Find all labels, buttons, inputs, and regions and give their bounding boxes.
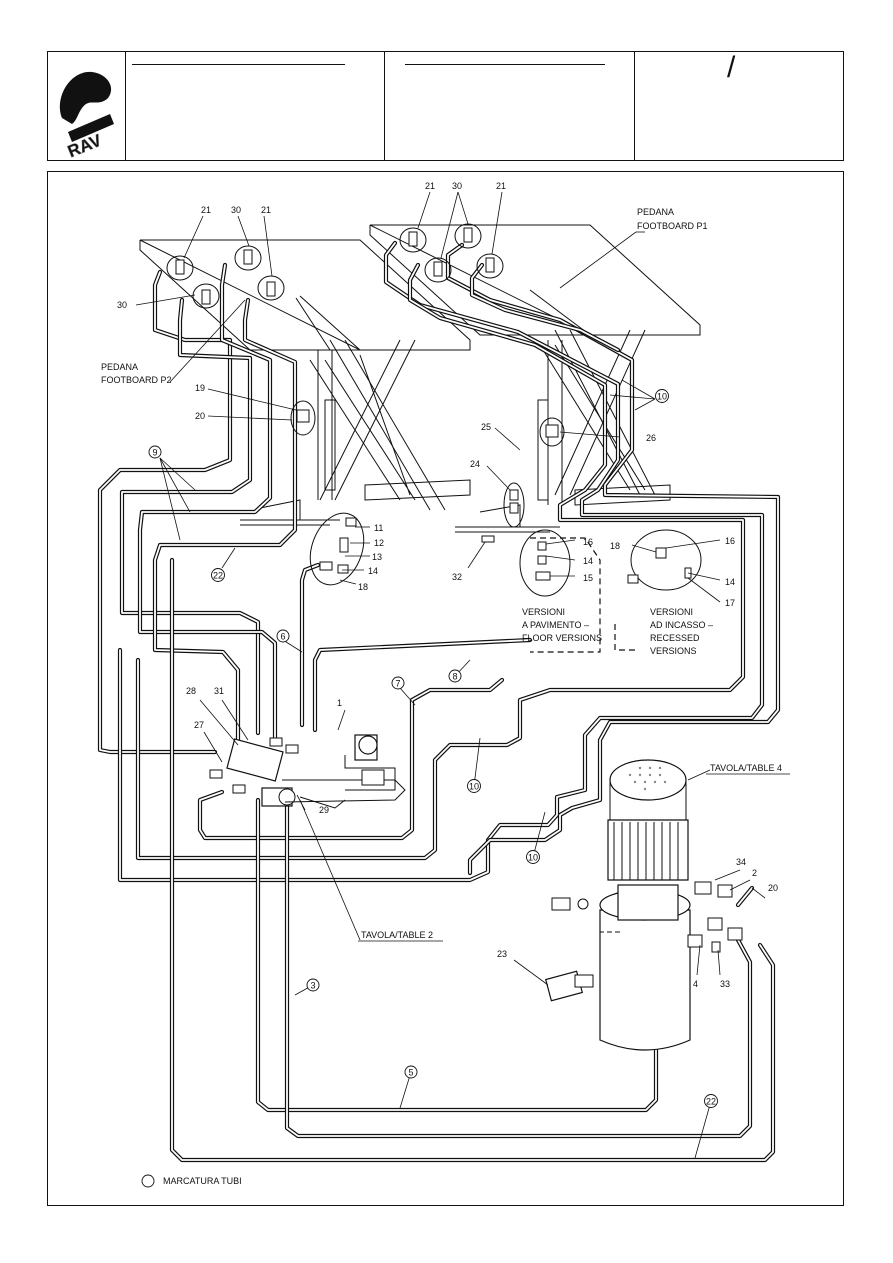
pipe-marker: 7: [391, 676, 405, 690]
pipe-marker: 9: [148, 445, 162, 459]
part-label: 20: [195, 411, 205, 421]
part-label: 32: [452, 572, 462, 582]
footboard-p2-label-2: FOOTBOARD P2: [101, 375, 172, 385]
part-label: 30: [452, 181, 462, 191]
legend-circle-icon: [141, 1174, 155, 1188]
pipe-marker: 10: [526, 850, 540, 864]
hose-network: [97, 240, 781, 1163]
header-field-3: /: [634, 51, 844, 160]
part-label: 25: [481, 422, 491, 432]
part-label: 2: [752, 868, 757, 878]
floor-versions-line-2: A PAVIMENTO –: [522, 620, 589, 630]
title-block: RAV /: [47, 51, 844, 162]
legend-text: MARCATURA TUBI: [163, 1176, 242, 1186]
floor-versions-line-1: VERSIONI: [522, 607, 565, 617]
legend: MARCATURA TUBI: [141, 1174, 242, 1188]
header-field-1: [125, 52, 384, 160]
pipe-marker: 10: [467, 779, 481, 793]
svg-text:9: 9: [152, 448, 157, 458]
svg-text:10: 10: [469, 782, 479, 792]
part-label: 34: [736, 857, 746, 867]
pipe-marker: 5: [404, 1065, 418, 1079]
rav-logo: RAV: [59, 71, 114, 162]
pipe-marker: 10: [655, 389, 669, 403]
detail-callouts: [166, 223, 702, 597]
part-label: 18: [358, 582, 368, 592]
part-label: 16: [583, 537, 593, 547]
part-label: 24: [470, 459, 480, 469]
recessed-versions-line-3: RECESSED: [650, 633, 700, 643]
svg-text:6: 6: [280, 632, 285, 642]
part-label: 18: [610, 541, 620, 551]
part-numbers: 21 30 21 30 21 30 21 19 20 11 12 13 14 1…: [117, 181, 778, 989]
part-label: 12: [374, 538, 384, 548]
pipe-marker: 22: [704, 1094, 718, 1108]
footboard-p2-label-1: PEDANA: [101, 362, 138, 372]
svg-text:10: 10: [528, 853, 538, 863]
pipe-marker: 8: [448, 669, 462, 683]
part-label: 15: [583, 573, 593, 583]
part-label: 21: [425, 181, 435, 191]
svg-text:22: 22: [213, 571, 223, 581]
part-label: 14: [583, 556, 593, 566]
part-label: 20: [768, 883, 778, 893]
valve-block: [209, 737, 346, 809]
svg-text:3: 3: [310, 981, 315, 991]
drawing-frame: [47, 171, 844, 1206]
table-2-label: TAVOLA/TABLE 2: [361, 930, 433, 940]
part-label: 14: [368, 566, 378, 576]
part-label: 21: [496, 181, 506, 191]
part-label: 17: [725, 598, 735, 608]
svg-text:10: 10: [657, 392, 667, 402]
svg-text:22: 22: [706, 1097, 716, 1107]
pipe-markers: 9 22 6 7 8 10 10 10 3 5 22: [148, 389, 718, 1108]
part-label: 23: [497, 949, 507, 959]
version-boxes: [530, 537, 635, 653]
part-label: 14: [725, 577, 735, 587]
recessed-versions-line-1: VERSIONI: [650, 607, 693, 617]
part-label: 16: [725, 536, 735, 546]
header-field-2: [384, 52, 634, 160]
part-label: 33: [720, 979, 730, 989]
table-4-label: TAVOLA/TABLE 4: [710, 763, 782, 773]
pipe-marker: 22: [211, 568, 225, 582]
part-label: 19: [195, 383, 205, 393]
logo: RAV: [48, 52, 125, 162]
revision-slash: /: [727, 51, 736, 84]
pipe-marker: 6: [276, 629, 290, 643]
part-label: 31: [214, 686, 224, 696]
part-label: 28: [186, 686, 196, 696]
svg-text:7: 7: [395, 679, 400, 689]
footboard-p1-label-1: PEDANA: [637, 207, 674, 217]
part-label: 29: [319, 805, 329, 815]
part-label: 13: [372, 552, 382, 562]
leader-lines: [135, 191, 766, 1159]
footboard-p1: [369, 224, 701, 533]
recessed-versions-line-2: AD INCASSO –: [650, 620, 713, 630]
part-label: 11: [374, 523, 383, 533]
part-label: 27: [194, 720, 204, 730]
recessed-versions-line-4: VERSIONS: [650, 646, 697, 656]
pipe-marker: 3: [306, 978, 320, 992]
footboard-p1-label-2: FOOTBOARD P1: [637, 221, 708, 231]
part-label: 4: [693, 979, 698, 989]
control-unit: [282, 734, 406, 803]
power-unit: [544, 759, 743, 1051]
part-label: 30: [117, 300, 127, 310]
part-label: 21: [261, 205, 271, 215]
footboard-p2: [139, 239, 471, 526]
floor-versions-line-3: FLOOR VERSIONS: [522, 633, 602, 643]
part-label: 1: [337, 698, 342, 708]
part-label: 26: [646, 433, 656, 443]
svg-text:8: 8: [452, 672, 457, 682]
svg-text:5: 5: [408, 1068, 413, 1078]
part-label: 21: [201, 205, 211, 215]
part-label: 30: [231, 205, 241, 215]
